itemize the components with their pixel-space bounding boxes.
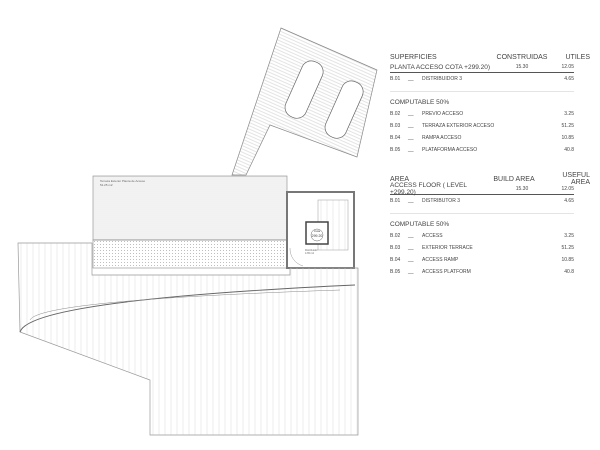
platform — [17, 242, 359, 436]
row-value: 51.25 — [561, 123, 574, 129]
areas-table-english: AREA BUILD AREA USEFUL AREA ACCESS FLOOR (… — [390, 172, 590, 278]
planter — [92, 239, 288, 269]
floor-name: ACCESS FLOOR ( LEVEL +299.20) — [390, 182, 467, 196]
row-code: B.03 — [390, 245, 401, 251]
row-value: 3.25 — [564, 233, 574, 239]
row-value: 4.65 — [564, 76, 574, 82]
car-icon — [324, 80, 364, 139]
car-icon — [284, 60, 324, 119]
col-built: BUILD AREA — [493, 175, 535, 183]
row-name: ACCESS — [422, 233, 443, 239]
row-name: PREVIO ACCESO — [422, 111, 464, 117]
col-useful: UTILES — [565, 53, 590, 61]
computable-title: COMPUTABLE 50% — [390, 220, 450, 228]
row-name: EXTERIOR TERRACE — [422, 245, 473, 251]
stair-core: Cota 299.20 Distribuidor 4.65 m2 — [286, 191, 355, 269]
floor-plan: Terraza Exterior Planta de Acceso 51.25 … — [17, 27, 378, 436]
row-code: B.01 — [390, 76, 401, 82]
row-code: B.05 — [390, 269, 401, 275]
table-title: AREA — [390, 175, 410, 183]
row-value: 4.65 — [564, 198, 574, 204]
row-code: B.04 — [390, 135, 401, 141]
row-code: B.05 — [390, 147, 401, 153]
row-value: 40.8 — [564, 269, 574, 275]
row-value: 10.85 — [561, 257, 574, 263]
row-name: TERRAZA EXTERIOR ACCESO — [422, 123, 495, 129]
row-value: 3.25 — [564, 111, 574, 117]
row-name: ACCESS PLATFORM — [422, 269, 471, 275]
floor-useful: 12.05 — [561, 64, 574, 70]
row-code: B.02 — [390, 111, 401, 117]
distributor-area: 4.65 m2 — [305, 252, 315, 255]
terrace-area: 51.25 m2 — [100, 183, 113, 187]
row-name: DISTRIBUTOR 3 — [422, 198, 460, 204]
col-built: CONSTRUIDAS — [496, 53, 548, 61]
computable-title: COMPUTABLE 50% — [390, 98, 450, 106]
areas-table-spanish: SUPERFICIES CONSTRUIDAS UTILES PLANTA ACCE… — [390, 52, 590, 156]
row-name: PLATAFORMA ACCESO — [422, 147, 478, 153]
row-value: 40.8 — [564, 147, 574, 153]
row-code: B.02 — [390, 233, 401, 239]
terrace-label: Terraza Exterior Planta de Acceso — [100, 179, 146, 183]
garage — [231, 27, 378, 176]
row-name: ACCESS RAMP — [422, 257, 459, 263]
table-title: SUPERFICIES — [390, 53, 437, 61]
row-value: 10.85 — [561, 135, 574, 141]
level-value: 299.20 — [312, 234, 323, 238]
row-code: B.03 — [390, 123, 401, 129]
floor-built: 15.30 — [515, 186, 529, 192]
row-name: DISTRIBUIDOR 3 — [422, 76, 463, 82]
row-code: B.04 — [390, 257, 401, 263]
row-value: 51.25 — [561, 245, 574, 251]
floor-useful: 12.05 — [561, 186, 574, 192]
floor-name: PLANTA ACCESO COTA +299.20) — [390, 63, 491, 71]
floor-built: 15.30 — [515, 64, 529, 70]
terrace — [92, 175, 288, 241]
row-name: RAMPA ACCESO — [422, 135, 462, 141]
row-code: B.01 — [390, 198, 401, 204]
distributor-label: Distribuidor — [305, 249, 318, 252]
col-useful: USEFUL AREA — [562, 172, 590, 186]
level-label: Cota — [314, 229, 321, 233]
